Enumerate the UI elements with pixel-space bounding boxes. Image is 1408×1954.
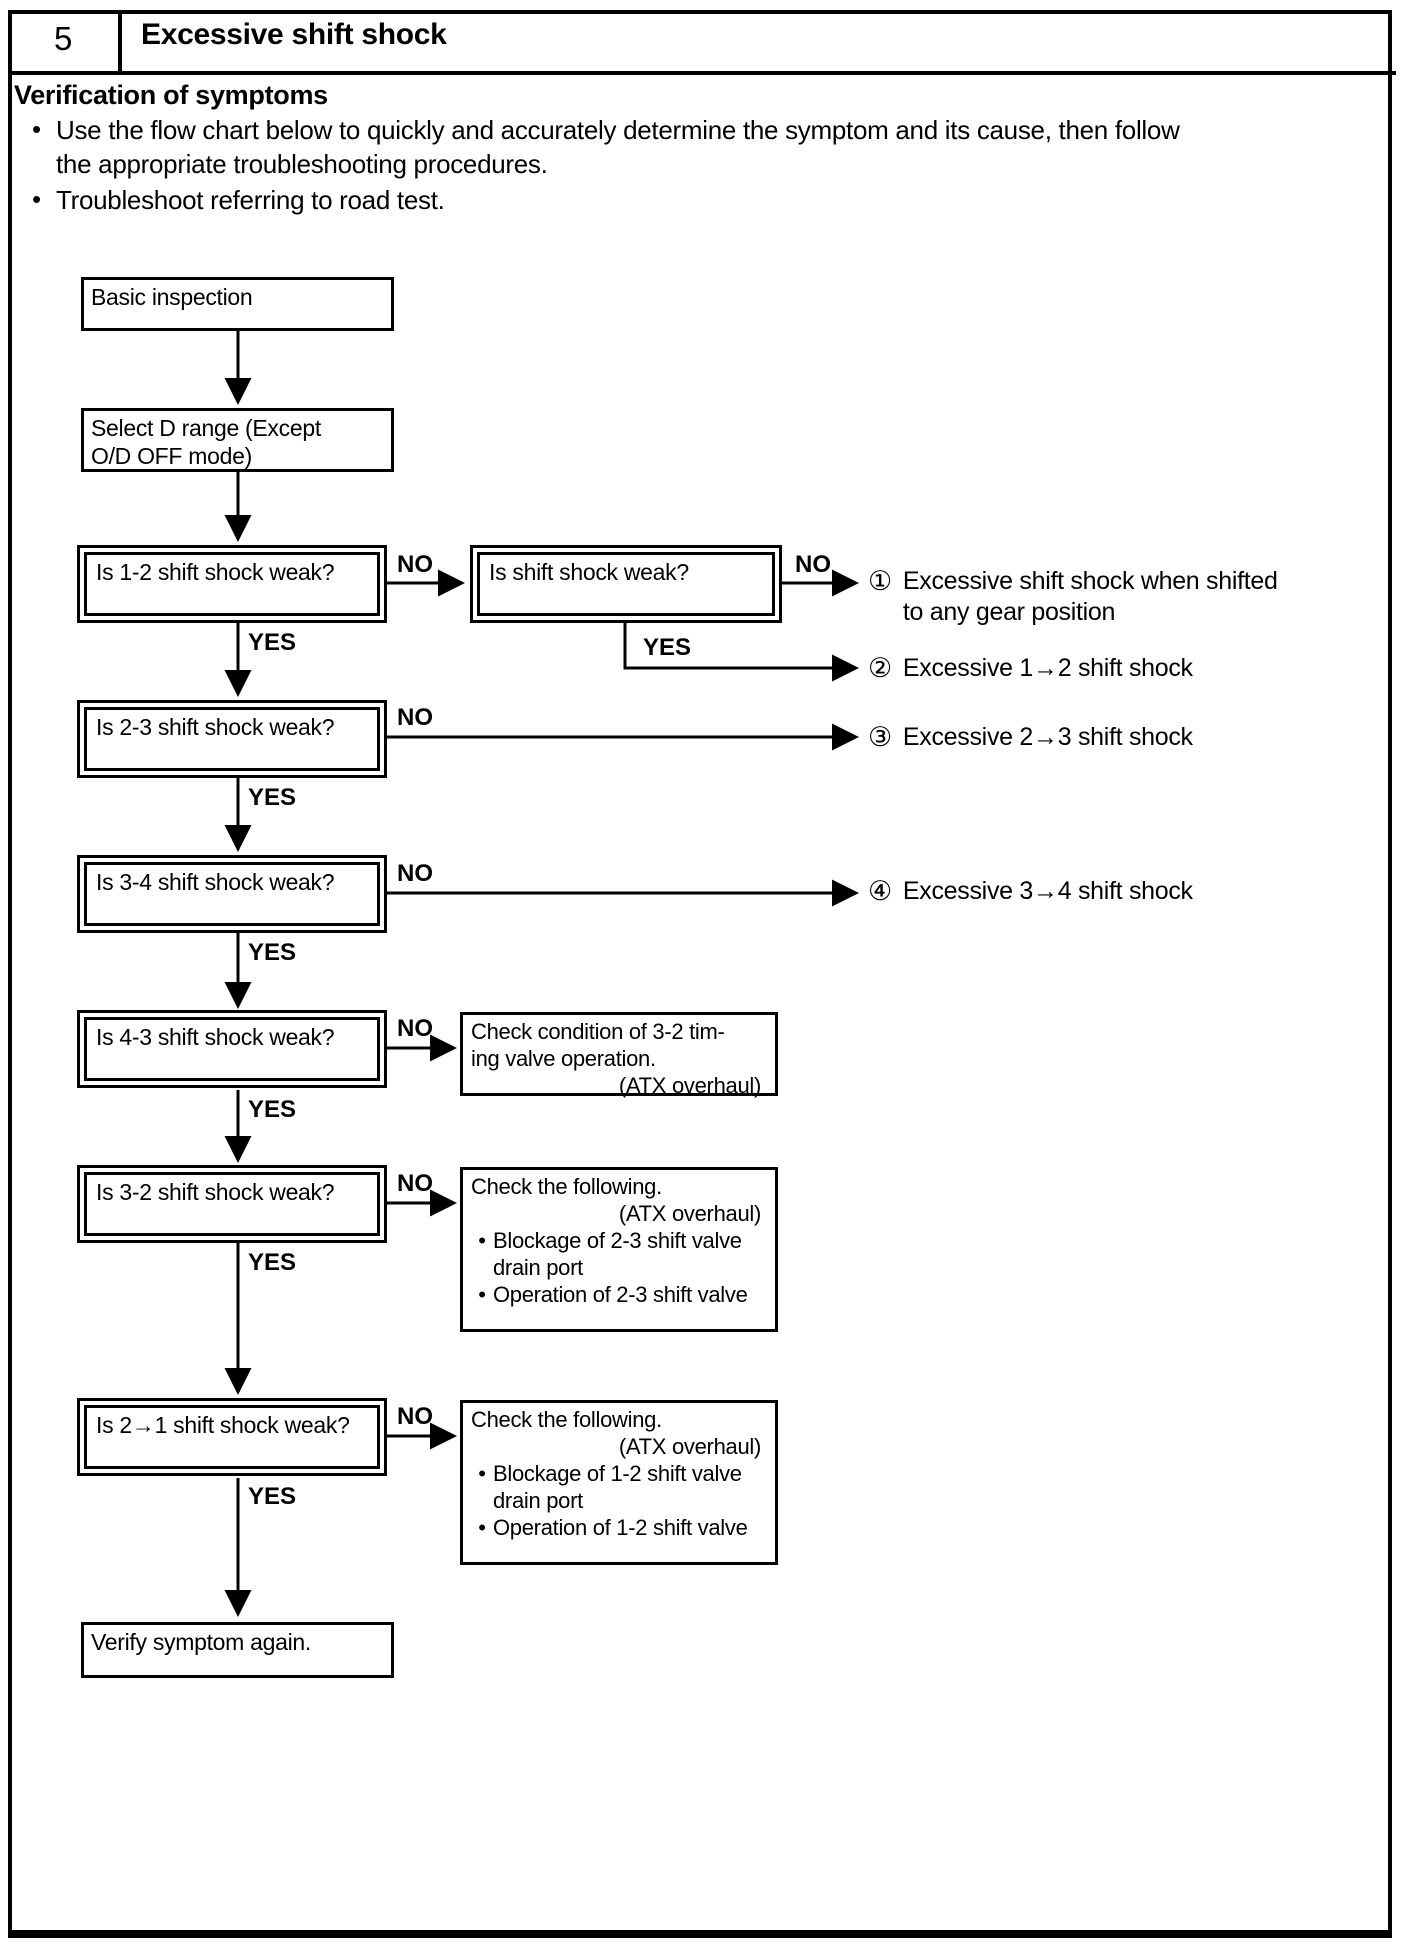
page-border	[8, 10, 1392, 1938]
yes-label: YES	[248, 629, 297, 656]
decision-3-2-shift-shock: Is 3-2 shift shock weak?	[77, 1165, 387, 1243]
yes-label: YES	[248, 1483, 297, 1510]
decision-4-3-shift-shock: Is 4-3 shift shock weak?	[77, 1010, 387, 1088]
circled-number-icon: ①	[868, 566, 892, 596]
outcome-text: Excessive shift shock when shifted to an…	[902, 567, 1278, 626]
outcome-3: ③ Excessive 2→3 shift shock	[868, 722, 1193, 753]
outcome-text: Excessive 1→2 shift shock	[902, 654, 1193, 682]
check-box-atx-note: (ATX overhaul)	[618, 1201, 761, 1226]
circled-number-icon: ②	[868, 653, 892, 683]
no-label: NO	[397, 1403, 433, 1430]
no-label: NO	[397, 1015, 433, 1042]
header-separator	[8, 71, 1396, 75]
check-box-2-3-shift-valve: Check the following. (ATX overhaul) Bloc…	[460, 1167, 778, 1332]
intro-bullet: Troubleshoot referring to road test.	[30, 182, 1386, 217]
no-label: NO	[397, 860, 433, 887]
intro-bullet-list: Use the flow chart below to quickly and …	[30, 112, 1386, 219]
outcome-4: ④ Excessive 3→4 shift shock	[868, 876, 1193, 907]
decision-2-1-shift-shock: Is 2→1 shift shock weak?	[77, 1398, 387, 1476]
no-label: NO	[397, 1170, 433, 1197]
yes-label: YES	[248, 784, 297, 811]
outcome-1: ① Excessive shift shock when shifted to …	[868, 566, 1278, 628]
check-list-item: Operation of 2-3 shift valve	[471, 1281, 767, 1308]
outcome-text: Excessive 3→4 shift shock	[902, 877, 1193, 905]
decision-1-2-shift-shock: Is 1-2 shift shock weak?	[77, 545, 387, 623]
flow-box-basic-inspection: Basic inspection	[81, 277, 394, 331]
check-box-atx-note: (ATX overhaul)	[618, 1434, 761, 1459]
decision-2-3-shift-shock: Is 2-3 shift shock weak?	[77, 700, 387, 778]
check-list-item: Blockage of 1-2 shift valve drain port	[471, 1460, 767, 1514]
header-divider	[118, 10, 122, 71]
no-label: NO	[397, 551, 433, 578]
flow-box-select-d-range: Select D range (Except O/D OFF mode)	[81, 408, 394, 472]
check-box-1-2-shift-valve: Check the following. (ATX overhaul) Bloc…	[460, 1400, 778, 1565]
check-list-item: Operation of 1-2 shift valve	[471, 1514, 767, 1541]
yes-label: YES	[248, 1096, 297, 1123]
yes-label: YES	[643, 634, 692, 661]
check-list-item: Blockage of 2-3 shift valve drain port	[471, 1227, 767, 1281]
flow-box-verify-symptom: Verify symptom again.	[81, 1622, 394, 1678]
decision-3-4-shift-shock: Is 3-4 shift shock weak?	[77, 855, 387, 933]
section-heading: Verification of symptoms	[14, 80, 328, 110]
yes-label: YES	[248, 1249, 297, 1276]
check-box-text: Check the following.	[471, 1407, 662, 1432]
check-box-3-2-timing-valve: Check condition of 3-2 tim- ing valve op…	[460, 1012, 778, 1098]
yes-label: YES	[248, 939, 297, 966]
intro-bullet: Use the flow chart below to quickly and …	[30, 112, 1386, 181]
outcome-2: ② Excessive 1→2 shift shock	[868, 653, 1193, 684]
check-box-text: Check condition of 3-2 tim- ing valve op…	[471, 1019, 725, 1071]
circled-number-icon: ③	[868, 722, 892, 752]
circled-number-icon: ④	[868, 876, 892, 906]
section-number: 5	[53, 20, 73, 57]
outcome-text: Excessive 2→3 shift shock	[902, 723, 1193, 751]
decision-shift-shock-weak: Is shift shock weak?	[470, 545, 782, 623]
page-title: Excessive shift shock	[141, 18, 447, 51]
check-box-text: Check the following.	[471, 1174, 662, 1199]
no-label: NO	[397, 704, 433, 731]
no-label: NO	[795, 551, 831, 578]
check-box-atx-note: (ATX overhaul)	[618, 1073, 761, 1098]
